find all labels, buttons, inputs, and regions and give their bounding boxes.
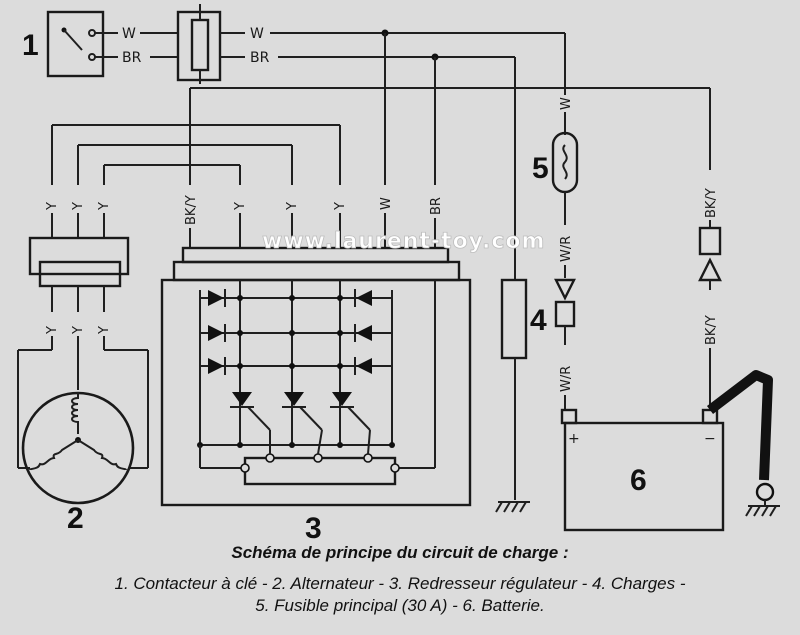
loads bbox=[495, 278, 530, 513]
label-component-1: 1 bbox=[22, 29, 39, 62]
wire-label-y-r3: Y bbox=[333, 202, 348, 211]
regulator-rectifier bbox=[160, 246, 472, 507]
key-switch bbox=[46, 10, 118, 78]
wire-label-wr-2: W/R bbox=[559, 366, 574, 392]
wire-label-y-a2: Y bbox=[71, 202, 86, 211]
battery-plus: + bbox=[568, 431, 580, 447]
caption-title: Schéma de principe du circuit de charge … bbox=[231, 543, 569, 562]
label-component-4: 4 bbox=[530, 304, 547, 337]
wire-label-w-1: W bbox=[122, 26, 136, 42]
alternator bbox=[21, 391, 135, 505]
wire-label-y-b3: Y bbox=[97, 326, 112, 335]
wire-label-bky-reg: BK/Y bbox=[184, 195, 199, 225]
wire-label-w-fuse: W bbox=[559, 97, 574, 110]
wire-label-br-1: BR bbox=[122, 50, 142, 66]
battery bbox=[560, 370, 780, 532]
wire-label-y-r1: Y bbox=[233, 202, 248, 211]
watermark: www.laurent-toy.com bbox=[262, 229, 545, 254]
label-component-5: 5 bbox=[532, 152, 549, 185]
wire-label-y-a1: Y bbox=[45, 202, 60, 211]
battery-minus: − bbox=[704, 431, 716, 447]
wire-label-wr-1: W/R bbox=[559, 236, 574, 262]
caption-legend-line1: 1. Contacteur à clé - 2. Alternateur - 3… bbox=[114, 574, 686, 593]
wire-label-bky-2: BK/Y bbox=[704, 315, 719, 345]
main-fuse bbox=[551, 131, 579, 194]
wire-label-w-2: W bbox=[250, 26, 264, 42]
wire-label-y-a3: Y bbox=[97, 202, 112, 211]
wire-label-br-reg: BR bbox=[429, 197, 444, 215]
label-component-2: 2 bbox=[67, 502, 84, 535]
wire-label-y-b1: Y bbox=[45, 326, 60, 335]
caption-legend-line2: 5. Fusible principal (30 A) - 6. Batteri… bbox=[255, 596, 545, 615]
switch-connector bbox=[176, 4, 245, 84]
label-component-6: 6 bbox=[630, 464, 647, 497]
wire-label-w-reg: W bbox=[379, 197, 394, 210]
wire-label-y-b2: Y bbox=[71, 326, 86, 335]
label-component-3: 3 bbox=[305, 512, 322, 545]
wire-label-bky-1: BK/Y bbox=[704, 188, 719, 218]
wire-label-y-r2: Y bbox=[285, 202, 300, 211]
wire-label-br-2: BR bbox=[250, 50, 270, 66]
alternator-connector bbox=[28, 236, 130, 312]
